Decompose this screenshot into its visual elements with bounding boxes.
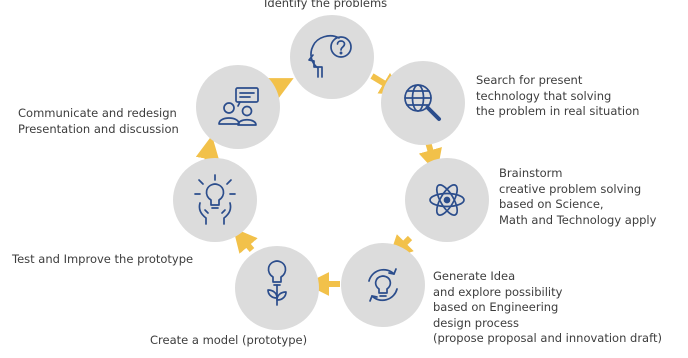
label-brainstorm: Brainstorm creative problem solving base… — [499, 166, 656, 228]
label-search: Search for present technology that solvi… — [476, 73, 639, 120]
label-communicate-line-2: Presentation and discussion — [18, 121, 179, 136]
step-circle-identify — [290, 15, 374, 99]
label-model-line-1: Create a model (prototype) — [150, 333, 308, 347]
label-communicate: Communicate and redesign Presentation an… — [18, 106, 179, 137]
label-generate-line-5: (propose proposal and innovation draft) — [433, 331, 662, 345]
atom-icon — [429, 184, 465, 216]
label-search-line-3: the problem in real situation — [476, 104, 640, 118]
label-generate-line-3: based on Engineering — [433, 300, 559, 314]
step-circle-communicate — [196, 65, 280, 149]
lightbulb-plant-icon — [267, 260, 287, 306]
head-question-icon — [308, 35, 352, 78]
label-generate: Generate Idea and explore possibility ba… — [433, 269, 662, 347]
globe-magnifier-icon — [404, 84, 441, 121]
label-identify: Identify the problems — [264, 0, 387, 12]
step-circle-test — [173, 158, 257, 242]
label-test-line-1: Test and Improve the prototype — [12, 252, 194, 266]
arrow-model-to-test — [232, 227, 258, 254]
label-brainstorm-line-2: creative problem solving — [499, 181, 642, 196]
label-brainstorm-line-4: Math and Technology apply — [499, 212, 657, 227]
label-generate-line-1: Generate Idea — [433, 269, 516, 283]
presentation-people-icon — [218, 87, 259, 126]
label-generate-line-2: and explore possibility — [433, 284, 563, 299]
label-identify-line-1: Identify the problems — [264, 0, 388, 10]
label-search-line-2: technology that solving — [476, 88, 612, 103]
label-brainstorm-line-1: Brainstorm — [499, 166, 563, 180]
step-circle-generate — [341, 243, 425, 327]
lightbulb-hands-icon — [194, 174, 236, 225]
label-model: Create a model (prototype) — [150, 333, 307, 349]
arrow-search-to-brainstorm — [418, 141, 442, 174]
label-communicate-line-1: Communicate and redesign — [18, 106, 177, 120]
label-test: Test and Improve the prototype — [12, 252, 193, 268]
label-generate-line-4: design process — [433, 315, 519, 330]
label-brainstorm-line-3: based on Science, — [499, 197, 604, 211]
lightbulb-cycle-icon — [368, 268, 398, 302]
label-search-line-1: Search for present — [476, 73, 583, 87]
